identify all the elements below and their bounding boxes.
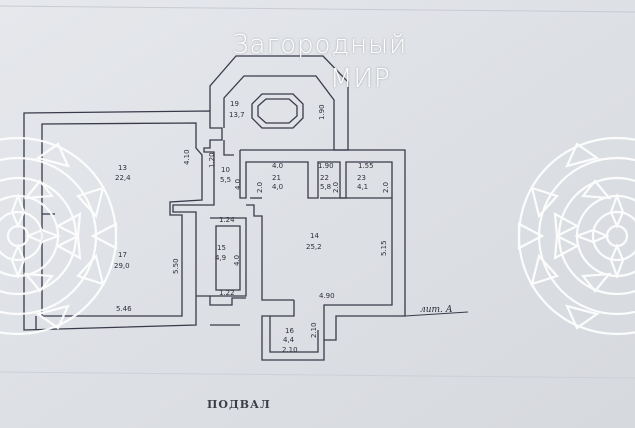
dim-5-50: 5.50 [172, 258, 180, 274]
watermark-brand-line2: МИР [330, 64, 391, 94]
watermark-ornament-right [517, 136, 635, 336]
room-15-number: 15 [217, 244, 226, 252]
room-17-number: 17 [118, 251, 127, 259]
dim-2-10-side: 2.10 [310, 322, 318, 338]
dim-2-0-b: 2.0 [332, 182, 340, 193]
room-19-area: 13,7 [229, 111, 245, 119]
litera-note: лит. А [420, 305, 453, 315]
room-labels: 19 13,7 13 22,4 10 5,5 21 4,0 22 5,8 23 … [114, 100, 368, 344]
dim-2-10-bottom: 2.10 [282, 346, 298, 354]
room-15-area: 4,9 [215, 254, 226, 262]
floor-caption: ПОДВАЛ [207, 398, 271, 411]
dim-5-46: 5.46 [116, 305, 132, 313]
watermark-brand-line1: Загородный [232, 30, 408, 60]
dim-1-90: 1.90 [318, 104, 326, 120]
room-21-area: 4,0 [272, 183, 283, 191]
dim-4-90: 4.90 [319, 292, 335, 300]
room-23-number: 23 [357, 174, 366, 182]
walls [23, 55, 469, 361]
room-10-area: 5,5 [220, 176, 231, 184]
room-13-area: 22,4 [115, 174, 131, 182]
room-14-area: 25,2 [306, 243, 322, 251]
dim-2-0-a: 2.0 [256, 182, 264, 193]
room-21-number: 21 [272, 174, 281, 182]
room-16-number: 16 [285, 327, 294, 335]
room-22-number: 22 [320, 174, 329, 182]
dim-5-15: 5.15 [380, 240, 388, 256]
dim-4-0-vertical: 4.0 [234, 179, 242, 190]
room-13-number: 13 [118, 164, 127, 172]
room-16-area: 4,4 [283, 336, 295, 344]
dim-4-0-room15: 4.0 [233, 255, 241, 266]
dim-4-0-top: 4.0 [272, 162, 283, 170]
dimension-labels: 4.10 1.20 1.90 4.0 1.90 1.55 2.0 2.0 2.0… [116, 104, 453, 354]
dim-1-22: 1.22 [219, 289, 235, 297]
room-14-number: 14 [310, 232, 319, 240]
dim-2-0-c: 2.0 [382, 182, 390, 193]
room-19-number: 19 [230, 100, 239, 108]
dim-1-20: 1.20 [208, 152, 216, 168]
room-17-area: 29,0 [114, 262, 130, 270]
watermark-ornament-left [0, 136, 118, 336]
dim-1-90-top: 1.90 [318, 162, 334, 170]
dim-1-55: 1.55 [358, 162, 374, 170]
dim-4-10: 4.10 [183, 149, 191, 165]
room-10-number: 10 [221, 166, 230, 174]
room-22-area: 5,8 [320, 183, 331, 191]
room-23-area: 4,1 [357, 183, 368, 191]
dim-1-24: 1.24 [219, 216, 235, 224]
